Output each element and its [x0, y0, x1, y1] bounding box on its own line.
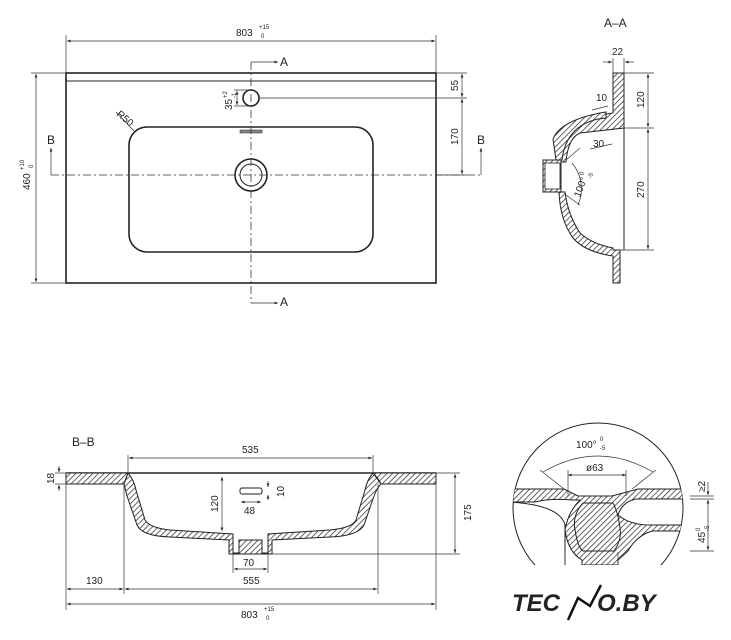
section-bb-title: B–B — [72, 435, 95, 449]
aa-overflow-channel — [552, 111, 607, 161]
tap-hole-tol-plus: +2 — [223, 90, 229, 98]
depth-tol-plus: +10 — [20, 159, 26, 170]
section-marker-a-bottom: A — [280, 295, 288, 309]
bb-top-width: 535 — [242, 445, 259, 456]
tap-hole-dimension: 35 — [224, 98, 235, 110]
bb-left-deck — [65, 472, 129, 485]
section-marker-b-right: B — [477, 133, 485, 147]
logo-text-left: TEC — [512, 590, 561, 617]
aa-bowl-wall — [558, 191, 621, 284]
section-aa-title: A–A — [604, 16, 627, 30]
section-marker-b-left: B — [47, 133, 55, 147]
aa-overflow-dim: 10 — [596, 93, 608, 104]
back-dimension: 55 — [450, 79, 461, 91]
detail-diameter: ø63 — [586, 463, 604, 474]
bb-side-offset: 130 — [86, 576, 103, 587]
tap-hole-tol-minus: -1 — [232, 92, 238, 98]
bb-bowl-wall — [123, 472, 382, 555]
aa-upper-dim: 120 — [636, 91, 647, 108]
bb-thickness: 18 — [46, 472, 57, 484]
logo-n-bolt — [566, 584, 603, 621]
bb-bowl-depth: 120 — [210, 495, 221, 512]
drain-detail: 100° 0 -5 ø63 ≥2 45 0 -5 — [512, 422, 714, 565]
detail-angle-tol-minus: -5 — [600, 446, 606, 452]
detail-depth: 45 — [697, 531, 708, 543]
detail-angle-tol-plus: 0 — [600, 437, 604, 443]
bb-slot-width: 48 — [244, 506, 256, 517]
top-view: A A B B 803 +15 0 460 +10 0 55 170 35 +2… — [20, 25, 485, 309]
logo-text-right: O.BY — [597, 590, 658, 617]
tecno-logo: TEC O.BY — [512, 584, 658, 621]
bb-drain-width: 70 — [243, 558, 255, 569]
bb-right-deck — [371, 472, 437, 485]
bb-slot-height: 10 — [276, 485, 287, 497]
width-tol-minus: 0 — [261, 34, 265, 40]
width-dimension: 803 — [236, 28, 253, 39]
detail-section — [513, 488, 683, 565]
bb-total-tol-plus: +15 — [264, 607, 275, 613]
bb-overflow-slot — [239, 487, 263, 495]
section-marker-a-top: A — [280, 55, 288, 69]
aa-flange-dim: 22 — [612, 47, 624, 58]
depth-dimension: 460 — [22, 173, 33, 190]
detail-gap: ≥2 — [697, 481, 708, 492]
aa-angle: 100° — [572, 176, 589, 199]
detail-depth-tol-minus: -5 — [705, 525, 711, 531]
aa-offset-dim: 30 — [593, 139, 605, 150]
aa-angle-tol-plus: 0 — [579, 170, 586, 176]
detail-depth-tol-plus: 0 — [696, 527, 702, 531]
aa-angle-tol-minus: -5 — [588, 172, 596, 180]
section-aa: A–A 100° 0 -5 22 10 30 120 270 — [542, 16, 654, 284]
bb-total-height: 175 — [463, 504, 474, 521]
bb-total-width: 803 — [241, 610, 258, 621]
aa-depth-dim: 270 — [636, 181, 647, 198]
detail-angle: 100° — [576, 440, 597, 451]
depth-tol-minus: 0 — [29, 164, 35, 168]
tap-dimension: 170 — [450, 128, 461, 145]
bb-bottom-width: 555 — [243, 576, 260, 587]
radius-label: R50 — [114, 109, 135, 130]
width-tol-plus: +15 — [259, 25, 270, 31]
section-bb: B–B 535 18 120 48 10 175 70 130 555 803 … — [46, 435, 474, 622]
bb-total-tol-minus: 0 — [266, 616, 270, 622]
